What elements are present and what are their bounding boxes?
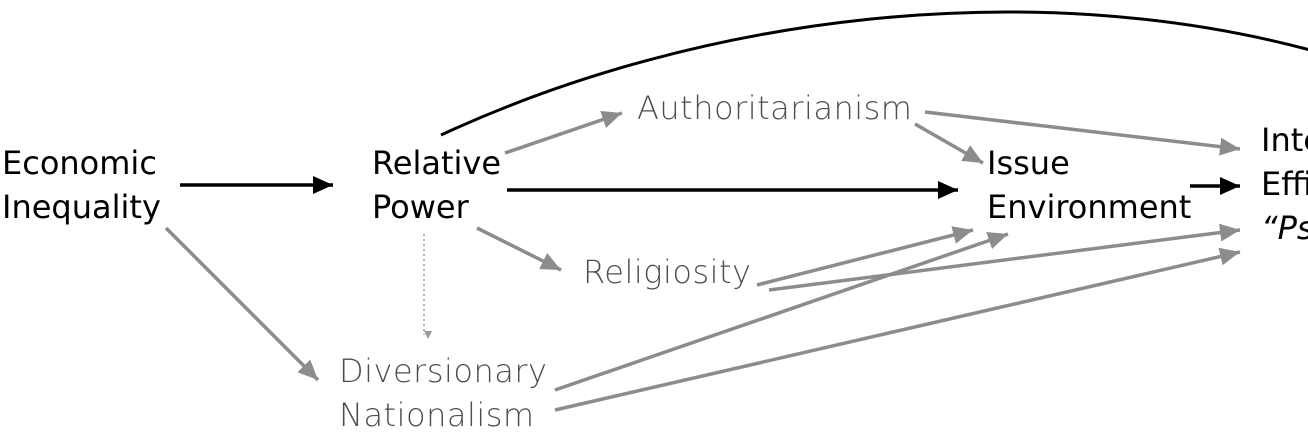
node-label-line: “Ps — [1261, 209, 1308, 247]
edge-religiosity-to-issue-environment — [756, 226, 974, 287]
node-issue-environment: Issue Environment — [987, 141, 1191, 229]
edge-economic-inequality-to-diversionary-nationalism — [164, 226, 320, 382]
node-label-line: Inequality — [2, 188, 161, 226]
edge-authoritarianism-to-issue-environment — [914, 122, 984, 165]
node-label-line: Relative — [372, 144, 502, 182]
node-label-line: Economic — [2, 144, 157, 182]
edge-religiosity-to-intermediate-outcome — [768, 223, 1241, 292]
node-religiosity: Religiosity — [583, 250, 751, 294]
node-diversionary-nationalism: Diversionary Nationalism — [339, 349, 547, 436]
edge-relative-power-to-authoritarianism — [504, 110, 623, 155]
node-intermediate-outcome: Inte Effi “Ps — [1261, 118, 1308, 250]
node-label-line: Effi — [1261, 165, 1308, 203]
node-relative-power: Relative Power — [372, 141, 501, 229]
node-label-line: Authoritarianism — [637, 89, 913, 127]
node-label-line: Nationalism — [339, 396, 535, 434]
node-label-line: Issue — [987, 144, 1070, 182]
node-label-line: Power — [372, 188, 469, 226]
edge-authoritarianism-to-intermediate-outcome — [924, 110, 1241, 156]
node-economic-inequality: Economic Inequality — [2, 141, 161, 229]
edge-diversionary-nationalism-to-issue-environment — [554, 232, 1009, 392]
edge-relative-power-to-intermediate-outcome-curve — [440, 10, 1308, 137]
node-authoritarianism: Authoritarianism — [637, 86, 912, 130]
node-label-line: Diversionary — [339, 352, 548, 390]
node-label-line: Religiosity — [583, 253, 752, 291]
node-label-line: Environment — [987, 188, 1192, 226]
edge-relative-power-to-religiosity — [476, 226, 562, 272]
edge-diversionary-nationalism-to-intermediate-outcome — [554, 247, 1241, 412]
node-label-line: Inte — [1261, 121, 1308, 159]
